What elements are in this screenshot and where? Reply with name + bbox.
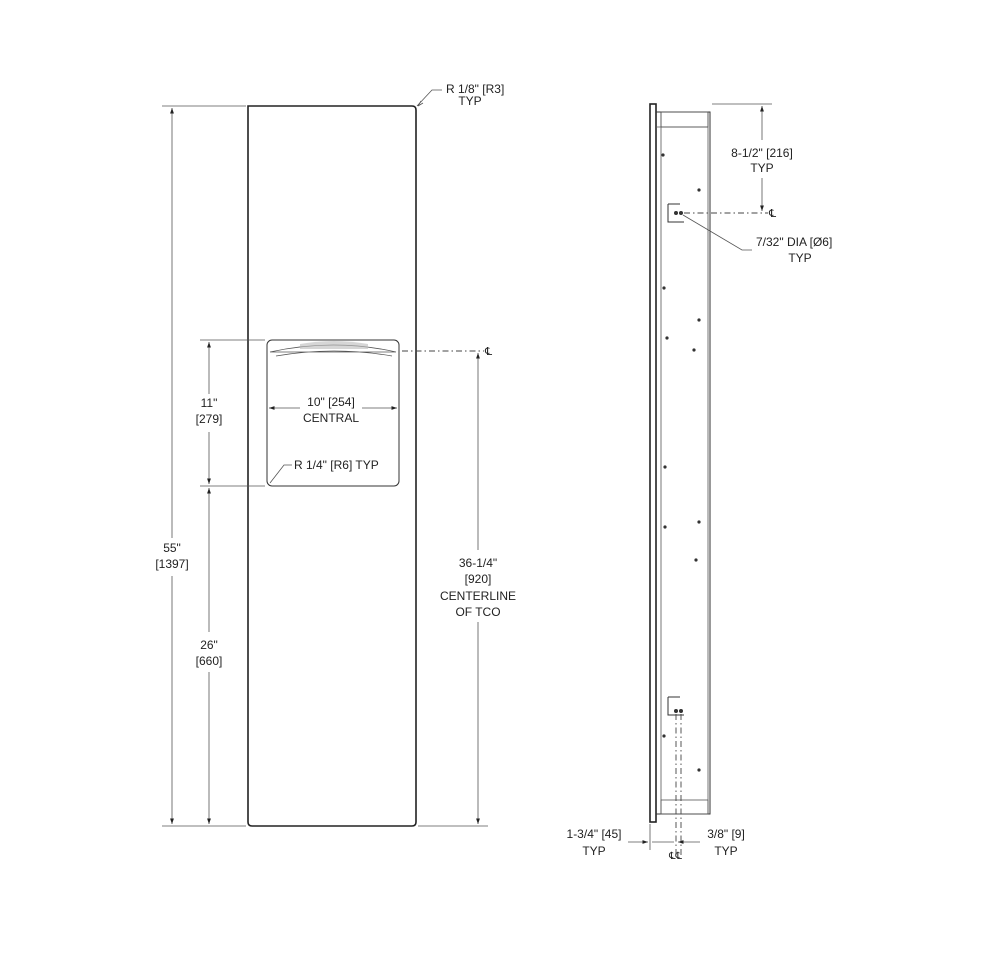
- upper-mount-bracket: [667, 203, 684, 223]
- towel-opening-outline: [266, 339, 400, 487]
- upper-mount-hole-1: [674, 211, 678, 215]
- upper-mount-hole-2: [679, 211, 683, 215]
- upper-hole-centerline-symbol: ℄: [768, 208, 776, 220]
- side-cabinet-body: [656, 111, 711, 815]
- side-bottom-bracket: [660, 799, 709, 815]
- corner-radius-label-2: TYP: [458, 94, 481, 108]
- corner-radius-leader: [416, 89, 442, 107]
- front-panel-outline: [247, 105, 417, 827]
- flange-depth-label-2: TYP: [582, 844, 605, 858]
- flange-thickness-label-1: 3/8" [9]: [707, 827, 745, 841]
- front-view: R 1/8" [R3] TYP 55" [1397] 11" [279] 26"…: [155, 82, 516, 827]
- opening-centerline-symbol: ℄: [484, 346, 492, 358]
- towel-opening: [266, 339, 400, 487]
- flange-depth-label-1: 1-3/4" [45]: [567, 827, 622, 841]
- lower-height-label-2: [660]: [196, 654, 223, 668]
- overall-height-label-1: 55": [163, 541, 181, 555]
- bottom-centerline-symbols: ℄℄: [668, 851, 682, 862]
- lip-shade: [300, 341, 368, 349]
- lower-mount-hole-1: [674, 709, 678, 713]
- top-offset-label-2: TYP: [750, 161, 773, 175]
- side-fastener-dots: [661, 153, 701, 772]
- opening-height-label-1: 11": [201, 396, 218, 410]
- centerline-height-label-3: CENTERLINE: [440, 589, 516, 603]
- lower-mount-hole-2: [679, 709, 683, 713]
- opening-radius-leader: [269, 464, 292, 484]
- corner-radius-arrow: [417, 100, 424, 107]
- top-offset-label-1: 8-1/2" [216]: [731, 146, 793, 160]
- lower-height-label-1: 26": [200, 638, 218, 652]
- flange-thickness-label-2: TYP: [714, 844, 737, 858]
- corner-radius-label-1: R 1/8" [R3]: [446, 82, 504, 96]
- opening-radius-label: R 1/4" [R6] TYP: [294, 458, 379, 472]
- centerline-height-label-2: [920]: [465, 572, 492, 586]
- hole-dia-label-2: TYP: [788, 251, 811, 265]
- overall-height-label-2: [1397]: [155, 557, 188, 571]
- side-flange: [649, 103, 657, 823]
- opening-width-label-2: CENTRAL: [303, 411, 359, 425]
- side-top-bracket: [660, 111, 709, 128]
- centerline-height-label-1: 36-1/4": [459, 556, 497, 570]
- hole-dia-leader: [682, 214, 752, 251]
- side-view: ℄ 8-1/2" [216] TYP 7/32" DIA [Ø6] TYP ℄℄…: [567, 103, 832, 862]
- lower-mount-bracket: [667, 696, 684, 716]
- centerline-height-label-4: OF TCO: [455, 605, 500, 619]
- opening-width-label-1: 10" [254]: [307, 395, 355, 409]
- hole-dia-label-1: 7/32" DIA [Ø6]: [756, 235, 832, 249]
- opening-height-label-2: [279]: [196, 412, 223, 426]
